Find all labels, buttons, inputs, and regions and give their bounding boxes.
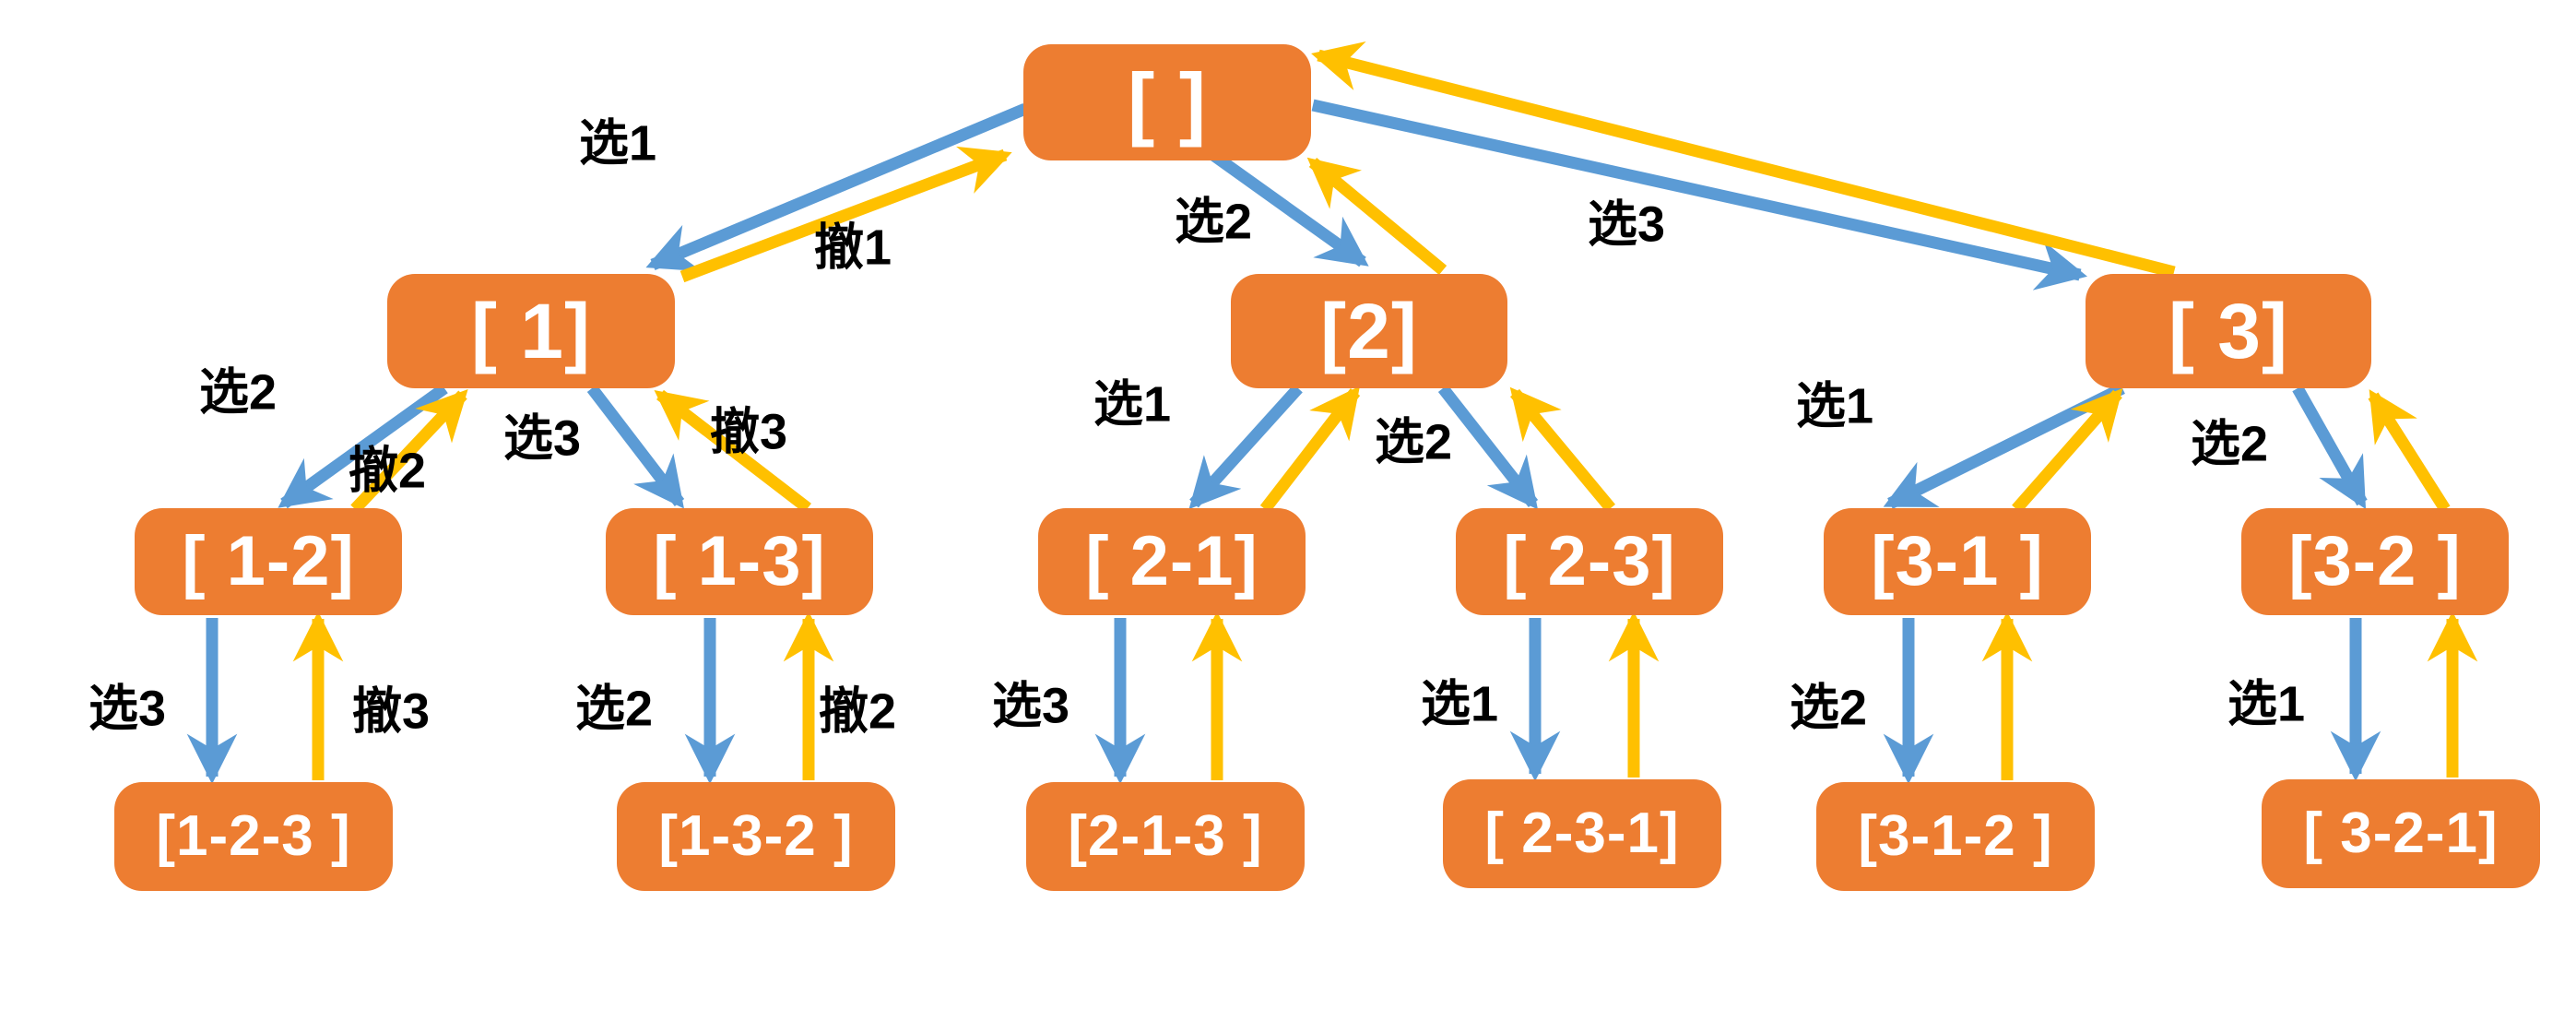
- edge-label-choose-1-to-1-3: 选3: [502, 410, 582, 467]
- edge-label-choose-root-to-3: 选3: [1587, 196, 1666, 253]
- edge-label-choose-1-to-1-2: 选2: [198, 364, 278, 421]
- edge-label-choose-root-to-2: 选2: [1174, 194, 1253, 250]
- undo-arrow-3-1-to-3: [2012, 387, 2123, 514]
- edge-label-undo-1-3-2-to-1-3: 撤2: [818, 683, 897, 740]
- choose-arrow-2-to-2-3: [1437, 384, 1539, 510]
- tree-node-2-3-1: [ 2-3-1]: [1443, 779, 1721, 888]
- tree-node-1-3-2: [1-3-2 ]: [617, 782, 895, 891]
- choose-arrow-2-to-2-1: [1188, 384, 1303, 510]
- choose-arrow-3-to-3-1: [1883, 383, 2125, 509]
- edge-label-choose-1-3-to-1-3-2: 选2: [574, 681, 654, 737]
- tree-node-3-1-2: [3-1-2 ]: [1816, 782, 2095, 891]
- edge-label-choose-2-3-to-2-3-1: 选1: [1420, 676, 1499, 732]
- undo-arrow-1-3-to-1: [654, 389, 811, 514]
- undo-arrow-3-to-root: [1311, 41, 2176, 279]
- tree-node-1-2: [ 1-2]: [135, 508, 402, 615]
- choose-arrow-root-to-3: [1311, 99, 2087, 291]
- edge-label-choose-3-2-to-3-2-1: 选1: [2227, 676, 2306, 732]
- undo-arrow-2-to-root: [1306, 157, 1448, 276]
- tree-edges: [186, 41, 2478, 785]
- tree-node-3-2-1: [ 3-2-1]: [2262, 779, 2540, 888]
- tree-node-2: [2]: [1231, 274, 1507, 388]
- edge-label-choose-3-to-3-2: 选2: [2190, 416, 2269, 472]
- tree-node-2-1: [ 2-1]: [1038, 508, 1306, 615]
- edge-label-undo-1-2-3-to-1-2: 撤3: [351, 683, 431, 740]
- edge-label-choose-3-to-3-1: 选1: [1795, 378, 1874, 434]
- edge-label-choose-1-2-to-1-2-3: 选3: [88, 681, 167, 737]
- undo-arrow-1-2-to-1: [350, 389, 468, 514]
- edge-label-undo-1-2-to-1: 撤2: [348, 443, 427, 499]
- edge-label-choose-root-to-1: 选1: [578, 115, 657, 172]
- edge-label-choose-3-1-to-3-1-2: 选2: [1789, 680, 1868, 736]
- tree-node-2-1-3: [2-1-3 ]: [1026, 782, 1305, 891]
- choose-arrow-3-to-3-2: [2292, 385, 2368, 510]
- undo-arrow-3-2-to-3: [2368, 389, 2451, 513]
- choose-arrow-1-to-1-3: [586, 385, 685, 509]
- edge-label-choose-2-1-to-2-1-3: 选3: [991, 678, 1070, 734]
- undo-arrow-1-to-root: [679, 146, 1012, 283]
- edge-label-undo-1-to-root: 撤1: [813, 220, 892, 276]
- tree-node-1-3: [ 1-3]: [606, 508, 873, 615]
- tree-node-1: [ 1]: [387, 274, 675, 388]
- undo-arrow-2-1-to-2: [1259, 386, 1361, 513]
- tree-node-2-3: [ 2-3]: [1456, 508, 1723, 615]
- edge-label-choose-2-to-2-3: 选2: [1374, 414, 1453, 470]
- choose-arrow-root-to-2: [1207, 148, 1369, 267]
- tree-node-1-2-3: [1-2-3 ]: [114, 782, 393, 891]
- edge-label-choose-2-to-2-1: 选1: [1093, 376, 1172, 433]
- undo-arrow-2-3-to-2: [1509, 386, 1615, 513]
- tree-node-3-2: [3-2 ]: [2241, 508, 2509, 615]
- choose-arrow-root-to-1: [645, 103, 1028, 272]
- tree-node-3-1: [3-1 ]: [1824, 508, 2091, 615]
- tree-node-root: [ ]: [1023, 44, 1311, 160]
- edge-label-undo-1-3-to-1: 撤3: [709, 404, 788, 460]
- tree-node-3: [ 3]: [2086, 274, 2371, 388]
